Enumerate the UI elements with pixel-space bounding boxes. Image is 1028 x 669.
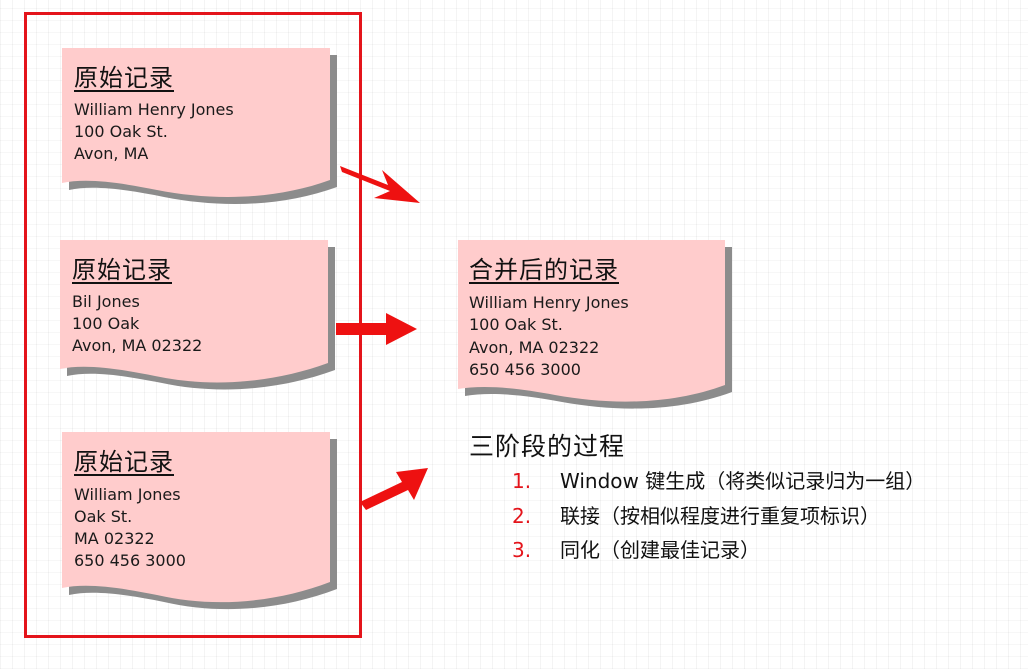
process-step-3: 3. 同化（创建最佳记录） [512,534,760,563]
document-line: William Henry Jones [74,100,234,119]
arrow-down-right-icon [340,166,420,203]
document-title: 原始记录 [72,256,172,284]
document-line: William Henry Jones [469,293,629,312]
document-title: 合并后的记录 [469,256,619,284]
original-record-2: 原始记录 Bil Jones 100 Oak Avon, MA 02322 [60,240,336,400]
process-step-1: 1. Window 键生成（将类似记录归为一组） [512,465,925,494]
arrow-up-right-icon [360,468,428,510]
document-line: 650 456 3000 [74,551,186,570]
merged-record: 合并后的记录 William Henry Jones 100 Oak St. A… [458,240,734,425]
document-title: 原始记录 [74,64,174,92]
process-title: 三阶段的过程 [469,432,626,461]
document-line: 100 Oak [72,314,140,333]
step-text: 联接（按相似程度进行重复项标识） [560,504,880,528]
document-line: Avon, MA 02322 [72,336,203,355]
document-line: 650 456 3000 [469,360,581,379]
document-line: Oak St. [74,507,133,526]
document-line: William Jones [74,485,181,504]
document-line: MA 02322 [74,529,155,548]
step-number: 2. [512,504,532,528]
document-line: Bil Jones [72,292,140,311]
step-text: Window 键生成（将类似记录归为一组） [560,469,926,493]
arrow-right-icon [336,313,417,345]
step-text: 同化（创建最佳记录） [560,538,760,562]
document-line: Avon, MA [74,144,149,163]
document-line: 100 Oak St. [74,122,168,141]
document-shape [458,240,732,409]
document-title: 原始记录 [74,448,174,476]
process-step-2: 2. 联接（按相似程度进行重复项标识） [512,500,880,529]
step-number: 3. [512,538,532,562]
original-record-3: 原始记录 William Jones Oak St. MA 02322 650 … [62,432,338,617]
step-number: 1. [512,469,532,493]
document-shape [62,432,337,610]
original-record-1: 原始记录 William Henry Jones 100 Oak St. Avo… [62,48,338,208]
document-shape [60,240,335,390]
document-line: 100 Oak St. [469,315,563,334]
document-line: Avon, MA 02322 [469,338,600,357]
document-shape [62,48,337,204]
